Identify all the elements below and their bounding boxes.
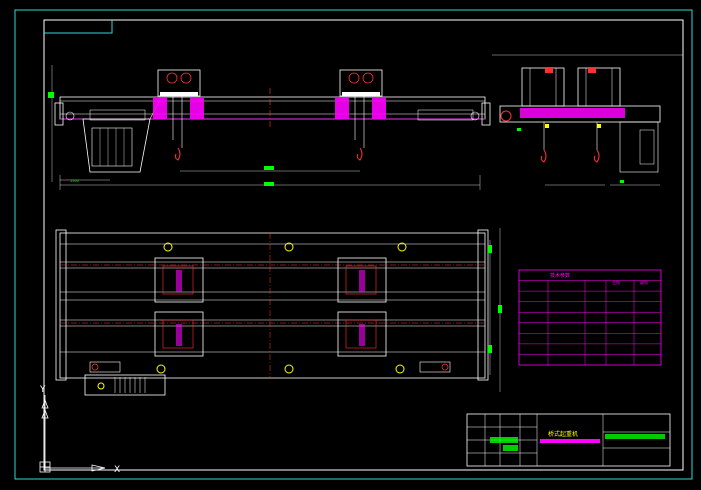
front-elevation-view: 1500 [48, 65, 491, 190]
technical-parameter-table: 技术参数 主钩 副钩 [518, 269, 662, 366]
title-block: 桥式起重机 [466, 413, 671, 467]
ucs-y-label: Y [39, 385, 46, 395]
table-header: 技术参数 [550, 272, 570, 279]
cab-plan [84, 374, 166, 396]
ucs-x-label: X [114, 465, 120, 475]
ucs-icon [39, 395, 106, 473]
drawing-title: 桥式起重机 [548, 430, 578, 438]
plan-view [55, 228, 502, 396]
wheel-markers [97, 242, 407, 390]
trolley-plan-units [154, 257, 387, 357]
operator-cab [82, 118, 151, 173]
side-elevation-view [492, 54, 683, 186]
table-col-aux-hook: 副钩 [640, 279, 648, 285]
outer-border [14, 9, 693, 480]
corner-label-box [44, 20, 113, 34]
table-col-main-hook: 主钩 [612, 279, 620, 285]
main-girder [59, 96, 486, 120]
inner-border [43, 19, 684, 471]
dim-left-offset: 1500 [70, 179, 79, 183]
hook-right [356, 147, 363, 161]
hook-left [174, 147, 181, 161]
